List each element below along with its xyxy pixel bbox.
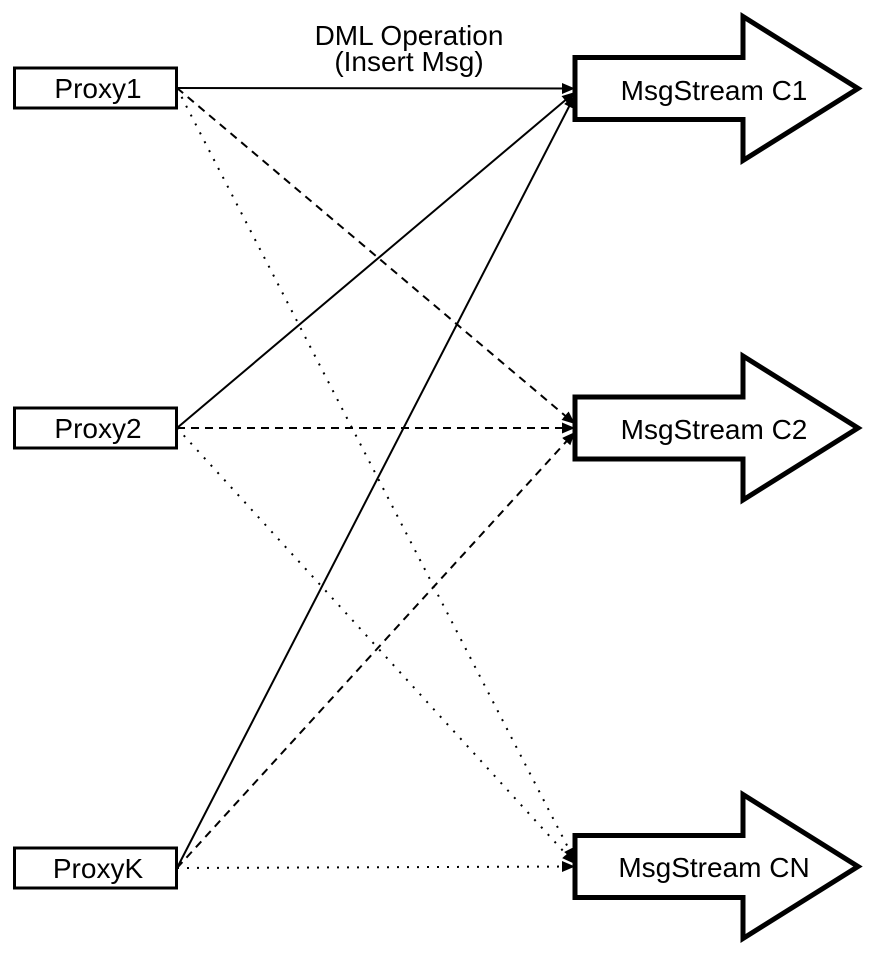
edge-layer: [176, 82, 576, 873]
msgstream-c1-label: MsgStream C1: [621, 75, 808, 106]
edge-proxyk-to-msgstream-cn: [176, 861, 576, 873]
proxy1-box: [13, 66, 178, 110]
edge-proxy2-to-msgstream-c1: [176, 91, 576, 429]
edge-proxy1-to-msgstream-c1: [176, 82, 576, 94]
node-msgstream-cn: MsgStream CN: [572, 789, 863, 944]
edge-proxy1-to-msgstream-c2: [176, 87, 576, 425]
diagram-title-line1: DML Operation: [315, 20, 504, 51]
node-proxy2: Proxy2: [13, 406, 178, 450]
edge-proxy1-to-msgstream-cn: [176, 87, 576, 862]
proxyk-box: [13, 846, 178, 890]
node-proxyk: ProxyK: [13, 846, 178, 890]
msgstream-c2-label: MsgStream C2: [621, 414, 808, 445]
edge-proxy2-to-msgstream-cn: [176, 427, 576, 865]
proxy2-box: [13, 406, 178, 450]
edge-proxyk-to-msgstream-c1: [176, 94, 576, 869]
proxy1-label: Proxy1: [54, 73, 141, 104]
proxy2-label: Proxy2: [54, 413, 141, 444]
msgstream-c2-arrow-shape: [572, 351, 863, 505]
node-msgstream-c1: MsgStream C1: [572, 11, 863, 166]
msgstream-cn-label: MsgStream CN: [618, 852, 809, 883]
node-msgstream-c2: MsgStream C2: [572, 351, 863, 505]
msgstream-cn-arrow-shape: [572, 789, 863, 944]
msgstream-c1-arrow-shape: [572, 11, 863, 166]
diagram-title-line2: (Insert Msg): [334, 46, 483, 77]
node-proxy1: Proxy1: [13, 66, 178, 110]
proxyk-label: ProxyK: [53, 853, 144, 884]
edge-proxyk-to-msgstream-c2: [176, 431, 576, 869]
